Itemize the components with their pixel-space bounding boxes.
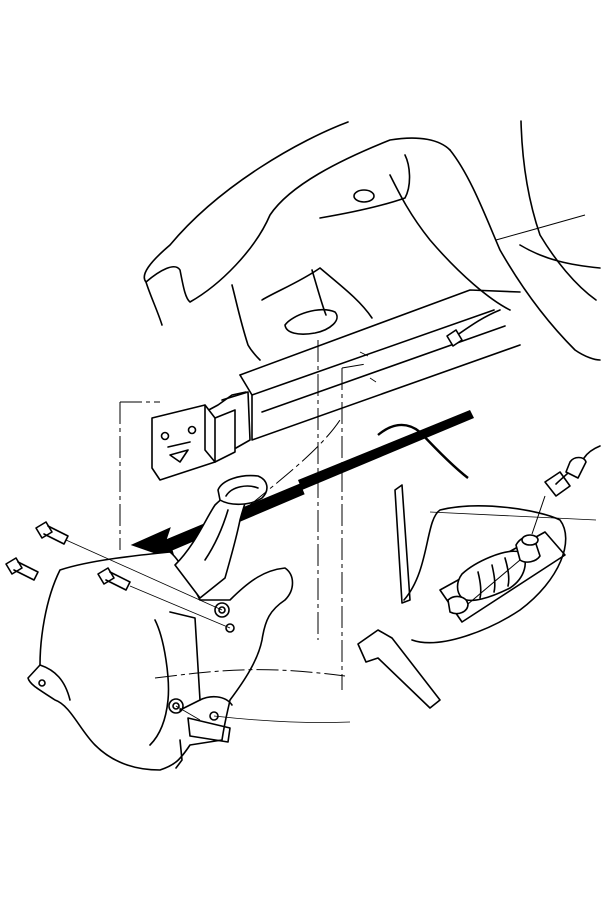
filler-neck-icon [174,474,268,599]
bolt-2 [5,557,39,581]
connector-icon [446,309,601,535]
bolt-1 [35,521,69,545]
inner-rail [189,289,521,441]
pump-icon [403,505,567,644]
assembly-guide-lines [65,340,597,723]
reservoir-icon [27,551,294,771]
fender-liner-icon [143,120,601,361]
bolt-icon [5,521,131,591]
bracket-icon [151,391,251,481]
hose-icon [357,423,469,709]
bolt-3 [97,567,131,591]
